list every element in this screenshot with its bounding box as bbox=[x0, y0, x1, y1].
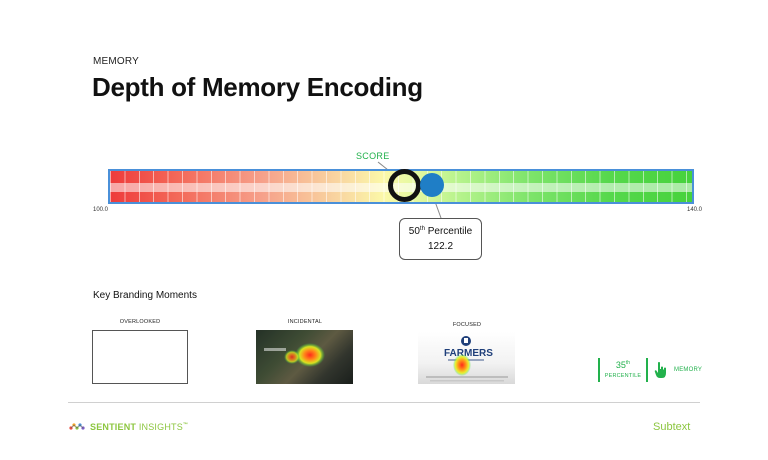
stat-suffix: th bbox=[625, 360, 631, 366]
score-marker-ring bbox=[388, 169, 421, 202]
footer-divider bbox=[68, 402, 700, 403]
benchmark-marker-dot bbox=[420, 173, 444, 197]
moment-label-overlooked: OVERLOOKED bbox=[119, 319, 161, 325]
incidental-heatmap bbox=[256, 330, 353, 384]
moment-label-incidental: INCIDENTAL bbox=[287, 319, 323, 325]
score-label: SCORE bbox=[356, 151, 390, 161]
page-title: Depth of Memory Encoding bbox=[92, 72, 423, 102]
callout-percentile-word: Percentile bbox=[427, 226, 473, 237]
moment-thumb-focused: FARMERS bbox=[418, 332, 515, 384]
section-title: Key Branding Moments bbox=[93, 290, 197, 301]
brand-name-bold: SENTIENT bbox=[90, 422, 137, 432]
brand-name-light: INSIGHTS bbox=[138, 422, 183, 432]
callout-percentile-number: 50 bbox=[408, 226, 420, 237]
callout-value: 122.2 bbox=[427, 241, 454, 252]
farmers-logo-text: FARMERS bbox=[444, 348, 493, 359]
moment-thumb-overlooked bbox=[92, 330, 188, 384]
callout-percentile-suffix: th bbox=[419, 226, 425, 232]
stat-percentile-value: 35th bbox=[604, 360, 642, 370]
focused-heatmap: FARMERS bbox=[426, 336, 508, 382]
stat-divider-left bbox=[598, 358, 600, 382]
callout-percentile: 50th Percentile bbox=[400, 226, 481, 237]
partner-logo-subtext: Subtext bbox=[653, 421, 691, 433]
gauge-max-label: 140.0 bbox=[687, 207, 703, 213]
brand-trademark: ™ bbox=[182, 422, 189, 428]
sentient-insights-logo-icon bbox=[69, 423, 85, 430]
moment-label-focused: FOCUSED bbox=[452, 322, 482, 328]
gauge-min-label: 100.0 bbox=[93, 207, 109, 213]
page-eyebrow: MEMORY bbox=[93, 56, 140, 67]
brand-logo-sentient-insights: SENTIENT INSIGHTS™ bbox=[69, 421, 188, 433]
stat-number: 35 bbox=[615, 360, 626, 370]
moment-thumb-incidental bbox=[256, 330, 353, 384]
stat-divider-right bbox=[646, 358, 648, 382]
stat-metric-label: MEMORY bbox=[674, 367, 703, 373]
percentile-callout: 50th Percentile 122.2 bbox=[399, 218, 482, 260]
brand-name: SENTIENT INSIGHTS™ bbox=[90, 422, 188, 432]
stat-percentile-caption: PERCENTILE bbox=[604, 373, 642, 379]
hand-pointer-icon bbox=[654, 362, 666, 378]
